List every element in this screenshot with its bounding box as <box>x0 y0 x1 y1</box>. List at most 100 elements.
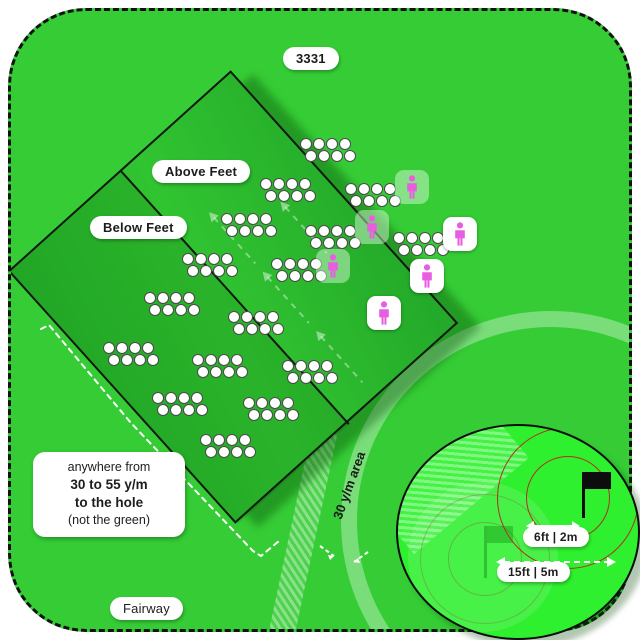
person-icon <box>407 175 417 199</box>
golf-ball-icon <box>149 304 161 316</box>
golf-ball-icon <box>134 354 146 366</box>
golf-ball-icon <box>411 244 423 256</box>
golf-ball-icon <box>271 258 283 270</box>
golf-ball-icon <box>200 265 212 277</box>
golf-ball-cluster <box>243 397 305 423</box>
golf-ball-icon <box>287 409 299 421</box>
golf-ball-icon <box>289 270 301 282</box>
golf-ball-icon <box>305 225 317 237</box>
golf-ball-icon <box>284 258 296 270</box>
golf-ball-cluster <box>393 232 455 258</box>
golf-ball-icon <box>247 213 259 225</box>
golf-ball-icon <box>313 372 325 384</box>
golf-ball-icon <box>282 360 294 372</box>
golf-ball-icon <box>389 195 401 207</box>
below-feet-pill: Below Feet <box>90 216 187 239</box>
golf-ball-icon <box>218 446 230 458</box>
golf-ball-icon <box>192 354 204 366</box>
golf-ball-icon <box>142 342 154 354</box>
golf-ball-cluster <box>260 178 322 204</box>
golf-ball-icon <box>231 354 243 366</box>
golf-ball-icon <box>297 258 309 270</box>
golf-ball-icon <box>265 225 277 237</box>
golf-ball-icon <box>144 292 156 304</box>
golf-ball-icon <box>178 392 190 404</box>
player-white-2 <box>410 259 444 293</box>
golf-ball-icon <box>197 366 209 378</box>
golf-ball-icon <box>384 183 396 195</box>
golf-ball-icon <box>363 195 375 207</box>
golf-ball-icon <box>295 360 307 372</box>
golf-ball-icon <box>239 225 251 237</box>
golf-ball-icon <box>350 195 362 207</box>
golf-flag-ghost-icon <box>484 526 487 578</box>
golf-ball-icon <box>182 253 194 265</box>
note-line-4: (not the green) <box>68 513 150 528</box>
golf-ball-icon <box>331 150 343 162</box>
golf-ball-icon <box>276 270 288 282</box>
fairway-pill: Fairway <box>110 597 183 620</box>
player-ghost-3 <box>316 249 350 283</box>
person-icon <box>455 222 465 246</box>
golf-ball-icon <box>121 354 133 366</box>
golf-ball-icon <box>419 232 431 244</box>
golf-ball-icon <box>208 253 220 265</box>
note-line-3: to the hole <box>74 495 144 511</box>
golf-ball-icon <box>226 225 238 237</box>
golf-ball-icon <box>205 446 217 458</box>
golf-ball-icon <box>175 304 187 316</box>
golf-ball-icon <box>244 446 256 458</box>
golf-ball-icon <box>165 392 177 404</box>
golf-ball-icon <box>147 354 159 366</box>
golf-ball-icon <box>310 258 322 270</box>
player-white-1 <box>443 217 477 251</box>
golf-ball-icon <box>371 183 383 195</box>
golf-ball-cluster <box>228 311 290 337</box>
golf-ball-icon <box>129 342 141 354</box>
golf-ball-icon <box>326 372 338 384</box>
golf-ball-icon <box>108 354 120 366</box>
golf-ball-cluster <box>345 183 407 209</box>
golf-ball-cluster <box>200 434 262 460</box>
golf-ball-cluster <box>305 225 367 251</box>
golf-ball-icon <box>259 323 271 335</box>
golf-ball-icon <box>278 190 290 202</box>
person-icon <box>422 264 432 288</box>
golf-ball-cluster <box>182 253 244 279</box>
golf-ball-icon <box>187 265 199 277</box>
player-white-3 <box>367 296 401 330</box>
golf-ball-icon <box>213 265 225 277</box>
outer-distance-pill: 15ft | 5m <box>497 562 570 582</box>
golf-ball-icon <box>326 138 338 150</box>
golf-ball-icon <box>393 232 405 244</box>
golf-ball-icon <box>339 138 351 150</box>
inner-distance-pill: 6ft | 2m <box>523 527 589 547</box>
golf-ball-icon <box>221 213 233 225</box>
golf-ball-cluster <box>221 213 283 239</box>
golf-ball-icon <box>274 409 286 421</box>
golf-ball-icon <box>331 225 343 237</box>
golf-ball-icon <box>406 232 418 244</box>
person-icon <box>328 254 338 278</box>
golf-ball-icon <box>304 190 316 202</box>
golf-ball-icon <box>226 265 238 277</box>
golf-ball-icon <box>273 178 285 190</box>
golf-ball-icon <box>188 304 200 316</box>
golf-ball-icon <box>269 397 281 409</box>
golf-ball-icon <box>313 138 325 150</box>
golf-ball-icon <box>195 253 207 265</box>
person-icon <box>367 215 377 239</box>
golf-ball-icon <box>349 237 361 249</box>
golf-ball-icon <box>260 213 272 225</box>
note-line-1: anywhere from <box>67 460 151 474</box>
golf-ball-icon <box>424 244 436 256</box>
putting-green-inset <box>396 424 640 640</box>
golf-ball-icon <box>248 409 260 421</box>
ghost-inner-ring <box>448 522 522 596</box>
golf-ball-icon <box>318 225 330 237</box>
golf-ball-icon <box>344 150 356 162</box>
golf-ball-cluster <box>271 258 333 284</box>
hole-number-pill: 3331 <box>283 47 339 70</box>
golf-ball-icon <box>157 404 169 416</box>
